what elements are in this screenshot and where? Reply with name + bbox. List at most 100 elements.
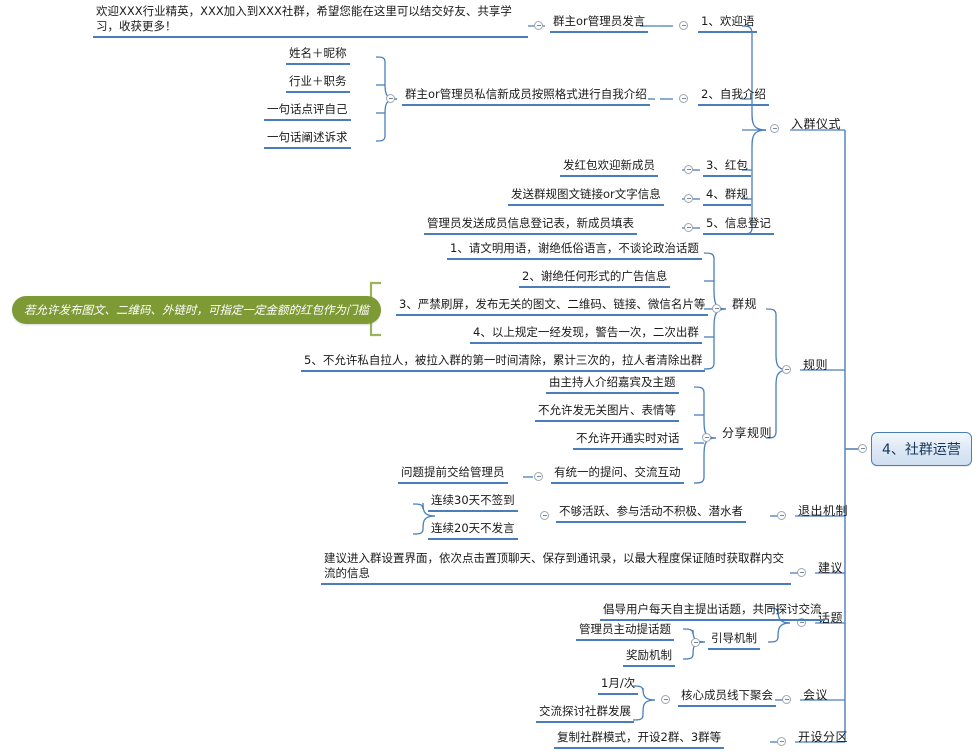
node-text: 2、谢绝任何形式的广告信息 xyxy=(522,269,668,283)
node-rule-5[interactable]: 5、不允许私自拉人，被拉入群的第一时间清除，累计三次的，拉人者清除出群 xyxy=(301,353,706,372)
node-guide-mechanism[interactable]: 引导机制 xyxy=(708,631,760,650)
node-duplicate-group-model[interactable]: 复制社群模式，开设2群、3群等 xyxy=(554,730,725,749)
node-text: 引导机制 xyxy=(711,631,757,645)
node-text: 入群仪式 xyxy=(791,117,842,131)
toggle-share-rule-unified-qa[interactable] xyxy=(534,472,543,481)
toggle-group-rules[interactable] xyxy=(712,304,721,313)
node-one-line-demand[interactable]: 一句话阐述诉求 xyxy=(264,130,351,149)
toggle-inactive-lurker[interactable] xyxy=(540,511,549,520)
node-text: 4、群规 xyxy=(706,187,748,201)
node-admin-raise-topic[interactable]: 管理员主动提话题 xyxy=(576,622,674,641)
node-welcome-1[interactable]: 1、欢迎语 xyxy=(698,14,758,33)
branch-label-kai-she-fen-qu[interactable]: 开设分区 xyxy=(795,730,851,747)
node-share-rule-host-intro[interactable]: 由主持人介绍嘉宾及主题 xyxy=(546,375,679,394)
toggle-jian-yi[interactable] xyxy=(797,568,806,577)
node-self-intro-2[interactable]: 2、自我介绍 xyxy=(698,87,769,106)
node-text: 姓名＋昵称 xyxy=(289,46,347,60)
node-text: 3、严禁刷屏，发布无关的图文、二维码、链接、微信名片等 xyxy=(399,297,706,311)
node-name-nickname[interactable]: 姓名＋昵称 xyxy=(286,46,350,65)
node-share-rule-unified-qa[interactable]: 有统一的提问、交流互动 xyxy=(551,465,684,484)
node-discuss-community-growth[interactable]: 交流探讨社群发展 xyxy=(536,704,634,723)
toggle-info-register-5[interactable] xyxy=(684,223,693,232)
node-text: 行业＋职务 xyxy=(289,74,347,88)
node-welcome-message[interactable]: 欢迎XXX行业精英，XXX加入到XXX社群，希望您能在这里可以结交好友、共享学习… xyxy=(93,4,528,38)
node-text: 一句话点评自己 xyxy=(267,102,348,116)
node-no-speak-20[interactable]: 连续20天不发言 xyxy=(428,521,518,540)
node-text: 不够活跃、参与活动不积极、潜水者 xyxy=(559,504,743,518)
node-text: 退出机制 xyxy=(798,504,849,518)
node-grouprules-4[interactable]: 4、群规 xyxy=(703,187,751,206)
branch-label-hua-ti[interactable]: 话题 xyxy=(815,611,846,628)
toggle-self-intro-2[interactable] xyxy=(679,94,688,103)
toggle-share-rules[interactable] xyxy=(702,433,711,442)
node-redpacket-3[interactable]: 3、红包 xyxy=(703,158,751,177)
node-text: 管理员主动提话题 xyxy=(579,622,671,636)
node-text: 连续30天不签到 xyxy=(431,493,515,507)
toggle-ru-qun-yi-shi[interactable] xyxy=(770,124,779,133)
node-text: 由主持人介绍嘉宾及主题 xyxy=(549,375,676,389)
node-info-register-5[interactable]: 5、信息登记 xyxy=(703,216,774,235)
node-question-to-admin[interactable]: 问题提前交给管理员 xyxy=(398,465,508,484)
node-text: 核心成员线下聚会 xyxy=(681,688,773,702)
toggle-welcome-1[interactable] xyxy=(679,21,688,30)
node-redpacket-welcome[interactable]: 发红包欢迎新成员 xyxy=(560,158,658,177)
branch-label-ru-qun-yi-shi[interactable]: 入群仪式 xyxy=(788,117,844,134)
toggle-owner-speak[interactable] xyxy=(534,21,543,30)
node-text: 群规 xyxy=(732,297,758,311)
node-text: 发送群规图文链接or文字信息 xyxy=(511,187,661,201)
node-text: 发红包欢迎新成员 xyxy=(563,158,655,172)
node-text: 1、请文明用语，谢绝低俗语言，不谈论政治话题 xyxy=(450,241,699,255)
node-reward-mechanism[interactable]: 奖励机制 xyxy=(623,648,675,667)
node-core-offline-meetup[interactable]: 核心成员线下聚会 xyxy=(678,688,776,707)
toggle-owner-dm-format[interactable] xyxy=(386,94,395,103)
node-admin-send-form[interactable]: 管理员发送成员信息登记表，新成员填表 xyxy=(424,216,637,235)
node-daily-topic[interactable]: 倡导用户每天自主提出话题，共同探讨交流 xyxy=(600,602,825,621)
toggle-grouprules-4[interactable] xyxy=(684,194,693,203)
node-suggestion-pin-chat[interactable]: 建议进入群设置界面，依次点击置顶聊天、保存到通讯录，以最大程度保证随时获取群内交… xyxy=(321,551,791,585)
node-owner-speak[interactable]: 群主or管理员发言 xyxy=(550,14,649,33)
node-text: 5、不允许私自拉人，被拉入群的第一时间清除，累计三次的，拉人者清除出群 xyxy=(304,353,703,367)
root-node-label: 4、社群运营 xyxy=(882,442,961,458)
root-node[interactable]: 4、社群运营 xyxy=(871,432,972,466)
toggle-gui-ze[interactable] xyxy=(782,365,791,374)
node-rule-4[interactable]: 4、以上规定一经发现，警告一次，二次出群 xyxy=(470,325,702,344)
node-owner-dm-format[interactable]: 群主or管理员私信新成员按照格式进行自我介绍 xyxy=(402,87,650,106)
callout-text: 若允许发布图文、二维码、外链时，可指定一定金额的红包作为门槛 xyxy=(24,303,369,317)
node-text: 建议进入群设置界面，依次点击置顶聊天、保存到通讯录，以最大程度保证随时获取群内交… xyxy=(324,551,784,580)
node-industry-position[interactable]: 行业＋职务 xyxy=(286,74,350,93)
node-text: 连续20天不发言 xyxy=(431,521,515,535)
node-once-per-month[interactable]: 1月/次 xyxy=(598,676,639,695)
node-text: 欢迎XXX行业精英，XXX加入到XXX社群，希望您能在这里可以结交好友、共享学习… xyxy=(96,4,512,33)
node-no-checkin-30[interactable]: 连续30天不签到 xyxy=(428,493,518,512)
node-inactive-lurker[interactable]: 不够活跃、参与活动不积极、潜水者 xyxy=(556,504,746,523)
node-share-rules[interactable]: 分享规则 xyxy=(719,426,775,443)
node-group-rules[interactable]: 群规 xyxy=(729,297,760,314)
branch-label-tui-chu-ji-zhi[interactable]: 退出机制 xyxy=(795,504,851,521)
branch-label-jian-yi[interactable]: 建议 xyxy=(815,561,846,578)
node-text: 一句话阐述诉求 xyxy=(267,130,348,144)
node-rule-1[interactable]: 1、请文明用语，谢绝低俗语言，不谈论政治话题 xyxy=(447,241,702,260)
node-text: 3、红包 xyxy=(706,158,748,172)
node-rule-3[interactable]: 3、严禁刷屏，发布无关的图文、二维码、链接、微信名片等 xyxy=(396,297,709,316)
branch-label-gui-ze[interactable]: 规则 xyxy=(800,358,831,375)
node-one-line-self-comment[interactable]: 一句话点评自己 xyxy=(264,102,351,121)
node-text: 开设分区 xyxy=(798,730,849,744)
toggle-redpacket-3[interactable] xyxy=(684,165,693,174)
toggle-hua-ti[interactable] xyxy=(797,618,806,627)
toggle-hui-yi[interactable] xyxy=(782,695,791,704)
node-text: 5、信息登记 xyxy=(706,216,771,230)
node-send-rules-link[interactable]: 发送群规图文链接or文字信息 xyxy=(508,187,664,206)
toggle-root[interactable] xyxy=(858,444,867,453)
toggle-guide-mechanism[interactable] xyxy=(691,638,700,647)
node-text: 不允许开通实时对话 xyxy=(576,431,680,445)
callout-redpacket-threshold[interactable]: 若允许发布图文、二维码、外链时，可指定一定金额的红包作为门槛 xyxy=(12,296,381,324)
node-text: 1月/次 xyxy=(601,676,636,690)
node-text: 话题 xyxy=(818,611,844,625)
node-share-rule-no-images[interactable]: 不允许发无关图片、表情等 xyxy=(535,403,679,422)
node-share-rule-no-realtime[interactable]: 不允许开通实时对话 xyxy=(573,431,683,450)
toggle-kai-she-fen-qu[interactable] xyxy=(777,737,786,746)
node-rule-2[interactable]: 2、谢绝任何形式的广告信息 xyxy=(519,269,671,288)
branch-label-hui-yi[interactable]: 会议 xyxy=(800,688,831,705)
toggle-core-offline-meetup[interactable] xyxy=(661,695,670,704)
toggle-tui-chu-ji-zhi[interactable] xyxy=(777,511,786,520)
